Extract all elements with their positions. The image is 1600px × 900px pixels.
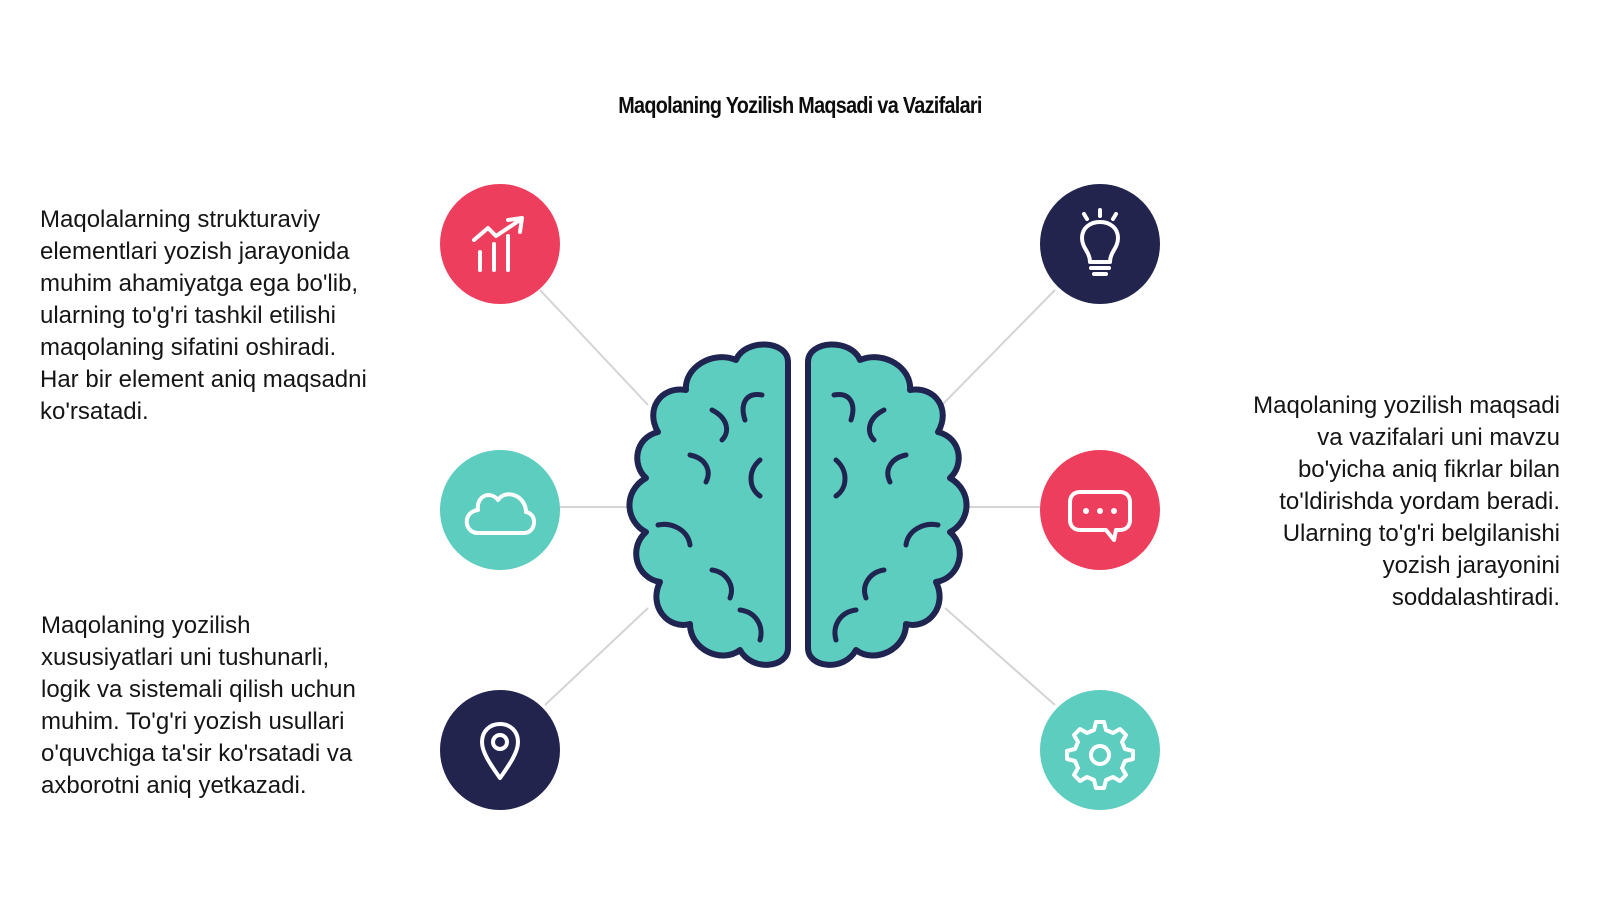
node-bottom-right	[1040, 690, 1160, 810]
brain-left-folds	[655, 392, 765, 643]
chat-bubble-icon	[1068, 490, 1132, 542]
brain-right-folds	[831, 392, 941, 643]
connector-bottom-left	[544, 607, 649, 706]
brain-right-hemisphere	[805, 341, 970, 668]
gear-icon	[1065, 720, 1135, 790]
brain-icon	[626, 341, 970, 668]
node-middle-right	[1040, 450, 1160, 570]
connector-top-right	[941, 289, 1056, 406]
cloud-icon	[464, 492, 536, 535]
text-block-right: Maqolaning yozilish maqsadi va vazifalar…	[1253, 392, 1560, 611]
chart-growth-icon	[472, 216, 524, 272]
node-bottom-left	[440, 690, 560, 810]
text-block-bottom-left: Maqolaning yozilish xususiyatlari uni tu…	[41, 612, 356, 799]
node-top-left	[440, 184, 560, 304]
connector-top-left	[539, 289, 649, 406]
node-top-right	[1040, 184, 1160, 304]
connector-lines	[539, 289, 1056, 706]
location-pin-icon	[480, 722, 520, 780]
page-title: Maqolaning Yozilish Maqsadi va Vazifalar…	[618, 92, 982, 118]
brain-left-hemisphere	[626, 341, 791, 668]
text-block-top-left: Maqolalarning strukturaviy elementlari y…	[40, 206, 367, 425]
node-middle-left	[440, 450, 560, 570]
lightbulb-icon	[1080, 208, 1120, 276]
connector-bottom-right	[944, 607, 1056, 706]
